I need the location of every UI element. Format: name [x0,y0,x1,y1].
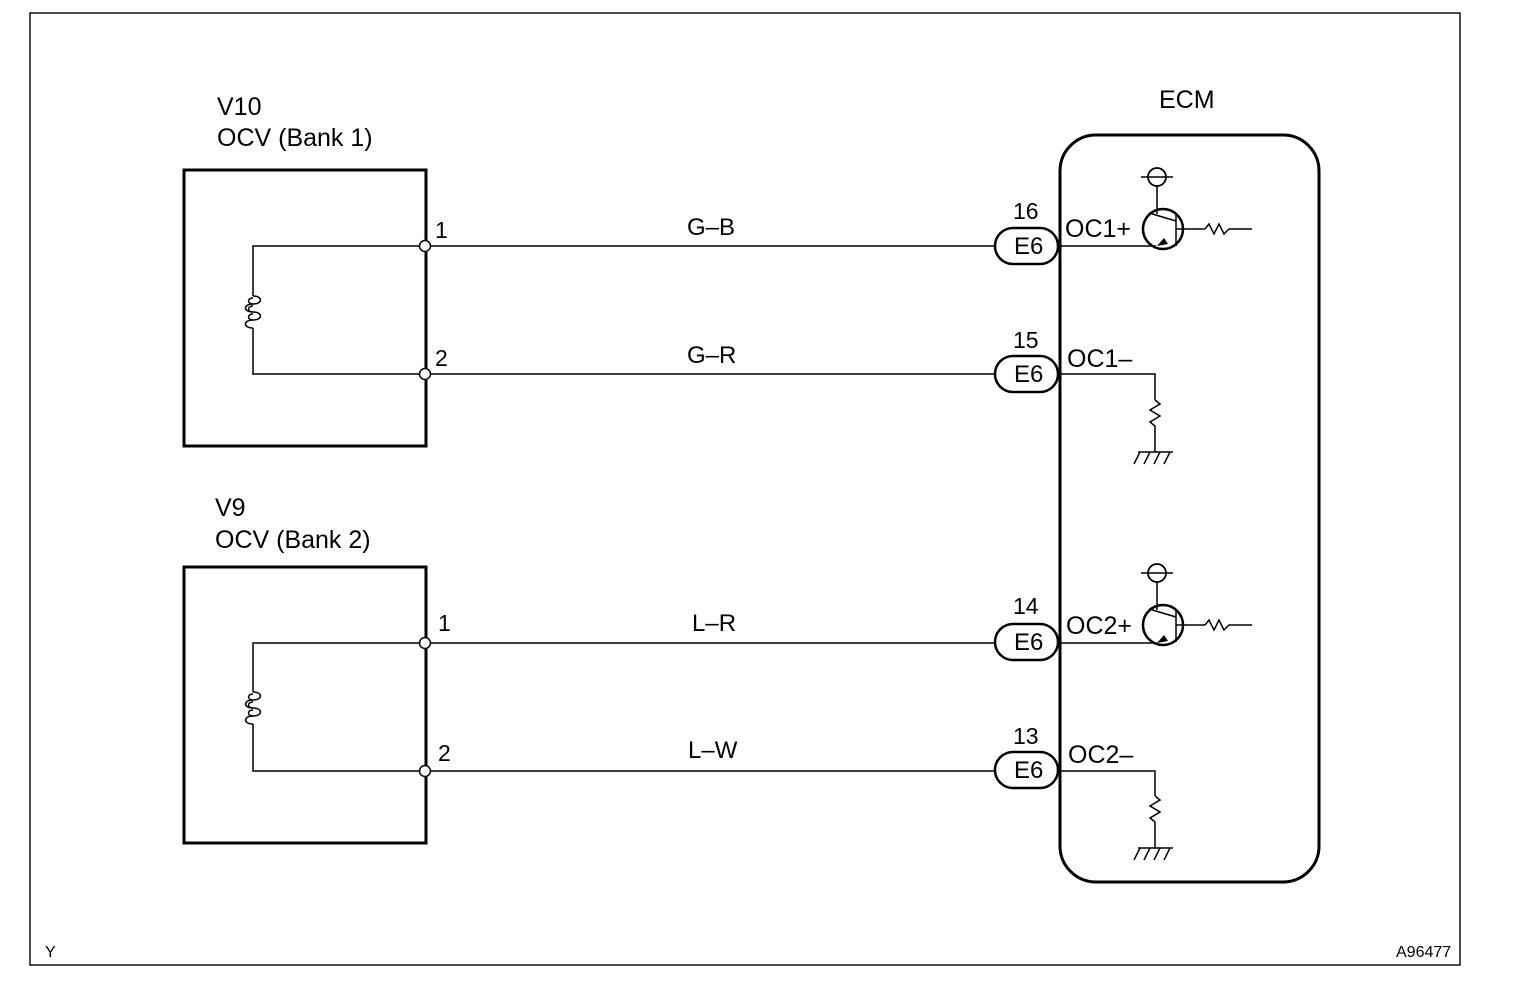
ecm-terminal-label: OC2– [1068,741,1133,769]
connector-e6 [993,622,1060,662]
ecm-label: ECM [1159,86,1215,114]
ecm-pin-number: 14 [1013,593,1039,619]
wire-g-r: G–R 15 E6 OC1– [430,327,1173,465]
connector-label: E6 [1014,233,1043,260]
ecm-terminal-label: OC2+ [1066,612,1132,640]
ecm-pin-number: 13 [1013,723,1039,749]
v9-box [182,565,428,845]
wire-color-label: G–B [687,214,735,241]
transistor-icon [1058,167,1252,251]
transistor-icon [1058,563,1252,647]
wire-l-w: L–W 13 E6 OC2– [430,723,1173,861]
component-v10: V10 OCV (Bank 1) 1 2 [182,93,448,448]
v9-pin1-label: 1 [438,610,451,636]
wire-l-r: L–R 14 E6 OC2+ [430,563,1252,662]
v10-pin1-label: 1 [435,217,448,243]
v10-code-label: V10 [217,93,261,121]
v10-pin1-terminal [418,239,432,253]
figure-code: A96477 [1396,944,1451,961]
connector-e6 [993,750,1060,790]
resistor-ground-icon [1058,373,1173,465]
v9-name-label: OCV (Bank 2) [215,526,371,554]
ecm-terminal-label: OC1+ [1065,215,1131,243]
wire-color-label: L–R [692,610,736,637]
wire-color-label: G–R [687,342,736,369]
connector-label: E6 [1014,629,1043,656]
component-ecm: ECM [1058,86,1321,884]
v10-pin2-terminal [418,367,432,381]
diagram-frame [29,12,1461,966]
v9-coil-icon [244,642,424,772]
v10-coil-icon [244,245,424,375]
ecm-pin-number: 15 [1013,327,1039,353]
v10-name-label: OCV (Bank 1) [217,124,373,152]
v9-pin2-terminal [418,764,432,778]
resistor-ground-icon [1058,770,1173,861]
wire-g-b: G–B 16 E6 OC1+ [430,167,1252,266]
ecm-terminal-label: OC1– [1067,345,1132,373]
ecm-box [1058,133,1321,884]
v9-pin2-label: 2 [438,740,451,766]
connector-label: E6 [1014,757,1043,784]
wire-color-label: L–W [688,737,738,764]
v10-pin2-label: 2 [435,345,448,371]
connector-label: E6 [1014,361,1043,388]
v9-code-label: V9 [215,494,246,522]
footer-left-mark: Y [45,944,56,961]
v10-box [182,168,428,448]
v9-pin1-terminal [418,636,432,650]
component-v9: V9 OCV (Bank 2) 1 2 [182,494,451,845]
ecm-pin-number: 16 [1013,198,1039,224]
